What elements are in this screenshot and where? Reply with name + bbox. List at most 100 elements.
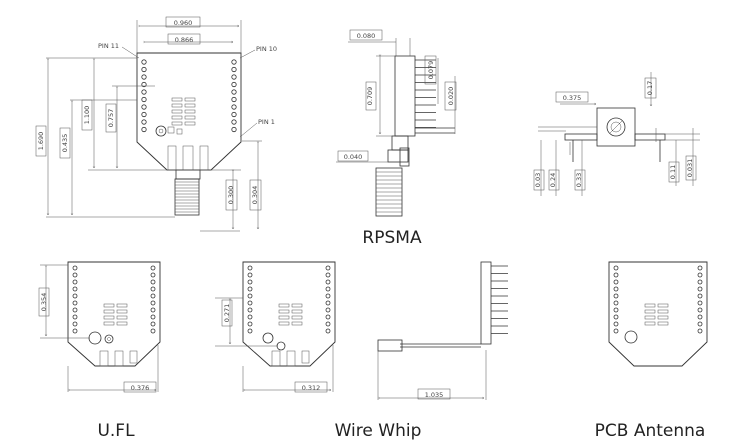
ufl-left-pin-row <box>72 265 78 334</box>
dim-main-0300: 0.300 <box>227 186 235 205</box>
pin <box>150 321 156 327</box>
pin <box>325 300 331 306</box>
caption-wire-whip: Wire Whip <box>335 421 422 441</box>
pin <box>150 314 156 320</box>
pin <box>697 293 703 299</box>
dim-main-inner: 0.866 <box>175 36 194 44</box>
pin <box>150 307 156 313</box>
pin <box>247 321 253 327</box>
pin <box>247 328 253 334</box>
pin <box>247 307 253 313</box>
pin <box>325 279 331 285</box>
rpsma-board-side <box>394 55 416 137</box>
main-left-pin-row <box>141 59 147 133</box>
wire-whip-module-outline <box>242 261 336 367</box>
dim-side-011: 0.11 <box>669 165 677 179</box>
label-pin1: PIN 1 <box>258 118 275 126</box>
pin <box>231 74 237 80</box>
wire-whip-chip-pads <box>278 303 303 326</box>
dim-main-0757: 0.757 <box>107 109 115 128</box>
pin <box>247 300 253 306</box>
rpsma-pin-row <box>415 59 436 128</box>
pin <box>247 265 253 271</box>
wire-whip-right-pin-row <box>325 265 331 334</box>
ufl-drawing: 0.354 0.376 U.FL <box>38 261 161 441</box>
dim-side-024: 0.24 <box>549 173 557 187</box>
pin <box>697 307 703 313</box>
pin <box>697 286 703 292</box>
pin <box>141 74 147 80</box>
pin <box>325 265 331 271</box>
pin <box>231 111 237 118</box>
pin <box>150 272 156 278</box>
dim-side-003: 0.03 <box>534 173 542 187</box>
wire-whip-side-pin-row <box>491 265 508 334</box>
pin <box>231 104 237 110</box>
dim-main-1100: 1.100 <box>83 106 91 125</box>
pcb-antenna-chip-pads <box>644 303 669 326</box>
connector-side-view-drawing: 0.375 0.17 0.03 0.24 0.33 0.11 0.031 <box>533 72 700 196</box>
pin <box>697 265 703 271</box>
pin <box>231 81 237 88</box>
main-threaded-connector <box>174 178 200 216</box>
ufl-module-outline <box>67 261 161 367</box>
pin <box>613 321 619 327</box>
pin <box>247 272 253 278</box>
dim-whip-0271: 0.271 <box>223 304 231 323</box>
pin <box>231 96 237 103</box>
pin <box>150 293 156 299</box>
pin <box>150 265 156 271</box>
wire-whip-side-board <box>480 261 492 345</box>
pin <box>150 328 156 334</box>
pin <box>247 279 253 285</box>
pin <box>231 59 237 65</box>
pin <box>72 272 78 278</box>
pin <box>72 321 78 327</box>
wire-whip-left-pin-row <box>247 265 253 334</box>
pin <box>613 307 619 313</box>
dim-rpsma-top: 0.080 <box>357 32 376 40</box>
main-module-outline <box>136 52 242 171</box>
pin <box>141 119 147 125</box>
dim-side-033: 0.33 <box>575 173 583 187</box>
pin <box>150 279 156 285</box>
pin <box>613 279 619 285</box>
pin <box>231 126 237 133</box>
pin <box>697 328 703 334</box>
pin <box>697 279 703 285</box>
pin <box>613 293 619 299</box>
pin <box>72 279 78 285</box>
dim-side-0375: 0.375 <box>563 94 582 102</box>
pin <box>231 119 237 125</box>
label-pin10: PIN 10 <box>256 45 277 53</box>
pin <box>697 321 703 327</box>
label-pin11: PIN 11 <box>98 42 119 50</box>
pin <box>141 96 147 103</box>
main-connector-circle <box>155 125 167 137</box>
pin <box>247 314 253 320</box>
pin <box>325 307 331 313</box>
pin <box>613 286 619 292</box>
ufl-connector-circle <box>104 334 114 344</box>
dim-ufl-0354: 0.354 <box>40 293 48 312</box>
pin <box>697 314 703 320</box>
dim-main-width: 0.960 <box>174 19 193 27</box>
pin <box>141 66 147 73</box>
pin <box>141 126 147 133</box>
pin <box>613 265 619 271</box>
pin <box>247 286 253 292</box>
pin <box>72 293 78 299</box>
pin <box>231 89 237 95</box>
pin <box>325 272 331 278</box>
pin <box>697 272 703 278</box>
pin <box>72 300 78 306</box>
dim-whip-0312: 0.312 <box>302 384 321 392</box>
pcb-antenna-module-outline <box>608 261 708 367</box>
pin <box>141 104 147 110</box>
pin <box>72 328 78 334</box>
ufl-chip-pads <box>103 303 128 326</box>
pin <box>150 300 156 306</box>
pin <box>247 293 253 299</box>
main-module-drawing: 0.960 0.866 PIN 11 PIN 10 PIN 1 1.690 0.… <box>35 16 277 232</box>
pin <box>72 307 78 313</box>
